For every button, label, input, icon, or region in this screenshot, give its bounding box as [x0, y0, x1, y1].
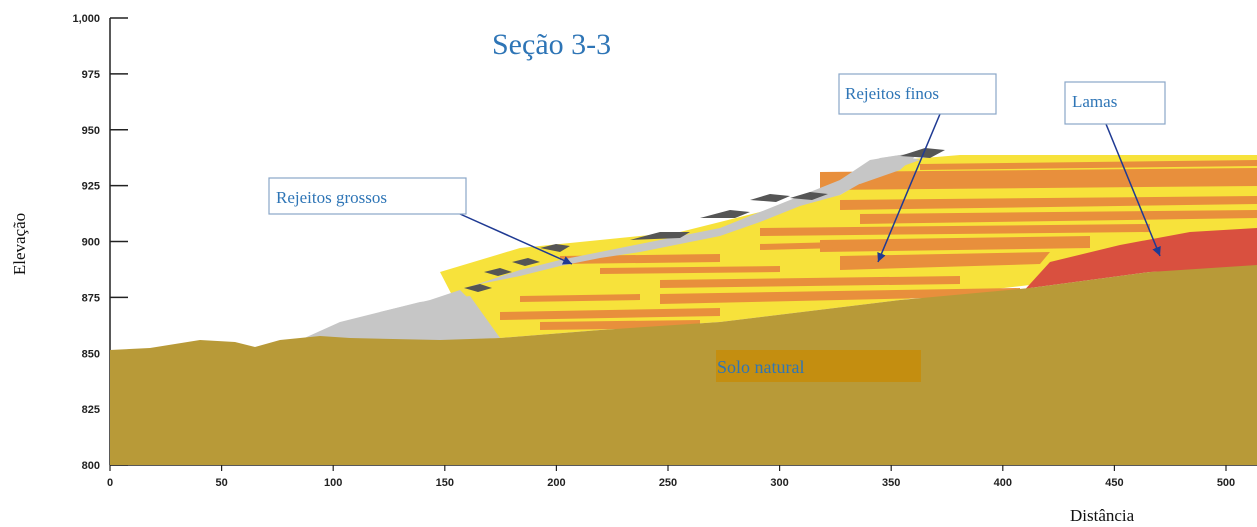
y-tick-label: 800	[82, 460, 100, 472]
y-tick-label: 950	[82, 125, 100, 137]
rejeitos-grossos-upper	[840, 152, 920, 184]
section-title: Seção 3-3	[492, 28, 611, 61]
tailings-orange-layers	[500, 160, 1257, 330]
y-axis-title: Elevação	[10, 213, 29, 275]
x-tick-label: 200	[547, 477, 565, 489]
x-axis: 0 50 100 150 200 250 300 350 400 450 500	[107, 464, 1257, 489]
rejeitos-finos-text: Rejeitos finos	[845, 84, 939, 103]
solo-natural-text: Solo natural	[717, 357, 805, 377]
rejeitos-grossos-callout: Rejeitos grossos	[268, 177, 573, 265]
x-tick-label: 500	[1217, 477, 1235, 489]
y-tick-label: 850	[82, 348, 100, 360]
x-tick-label: 0	[107, 477, 113, 489]
y-tick-label: 925	[82, 181, 100, 193]
rejeitos-finos-arrow	[877, 113, 941, 263]
solo-natural-zone	[110, 265, 1257, 465]
lamas-arrow	[1105, 123, 1161, 257]
x-tick-label: 350	[882, 477, 900, 489]
x-axis-title: Distância	[1070, 506, 1135, 525]
lamas-zone	[1020, 228, 1257, 295]
x-tick-label: 450	[1105, 477, 1123, 489]
x-tick-label: 300	[770, 477, 788, 489]
solo-natural-label: Solo natural	[716, 350, 921, 382]
berm-caps	[464, 148, 945, 292]
y-tick-label: 1,000	[72, 13, 100, 25]
rejeitos-finos-callout: Rejeitos finos	[838, 73, 997, 263]
y-tick-label: 825	[82, 404, 100, 416]
x-tick-label: 150	[436, 477, 454, 489]
y-tick-label: 875	[82, 292, 100, 304]
rejeitos-grossos-text: Rejeitos grossos	[276, 188, 387, 207]
x-tick-label: 400	[994, 477, 1012, 489]
x-tick-label: 250	[659, 477, 677, 489]
y-tick-label: 900	[82, 237, 100, 249]
rejeitos-grossos-arrow	[459, 213, 573, 265]
lamas-callout: Lamas	[1064, 81, 1166, 257]
lamas-text: Lamas	[1072, 92, 1117, 111]
x-tick-label: 100	[324, 477, 342, 489]
x-tick-label: 50	[215, 477, 227, 489]
y-tick-label: 975	[82, 69, 100, 81]
